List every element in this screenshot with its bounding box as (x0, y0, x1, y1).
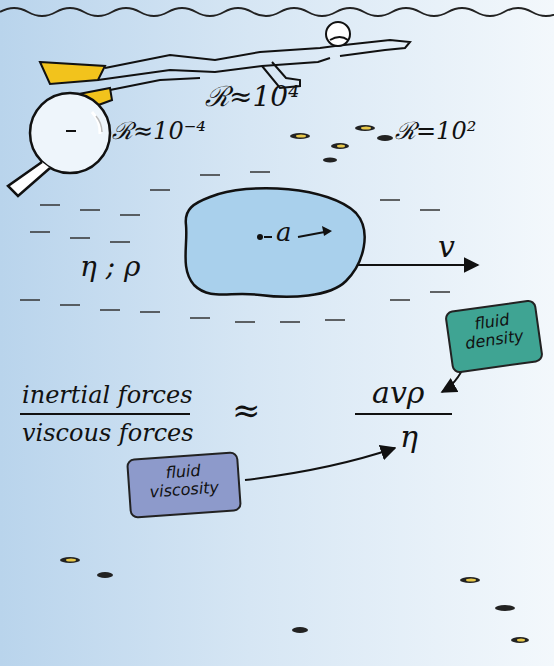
reynolds-number: ℛ≈10⁻⁴ (112, 118, 206, 144)
velocity-arrow (352, 264, 478, 266)
fluid-properties: η ; ρ (80, 252, 140, 283)
fraction-bar (20, 413, 190, 415)
body-blob: a (180, 185, 368, 303)
blob-outline (180, 185, 368, 303)
fraction-denominator: viscous forces (22, 420, 194, 446)
reynolds-number: ℛ=10² (395, 118, 476, 144)
callout-text: fluid viscosity (137, 460, 231, 503)
fraction-numerator: avρ (372, 376, 424, 409)
water-surface (0, 8, 554, 16)
leader-arrow (245, 448, 395, 480)
approx-sign: ≈ (232, 392, 261, 429)
radius-label: a (276, 217, 292, 247)
fraction-numerator: inertial forces (22, 382, 193, 408)
fraction-bar (355, 413, 452, 415)
flow-streaks (20, 172, 450, 322)
fraction-denominator: η (400, 420, 418, 453)
swimmer (40, 22, 410, 114)
callout-text: fluid density (455, 308, 531, 354)
magnifier (8, 93, 110, 196)
callout-box: fluid viscosity (126, 451, 242, 519)
velocity-symbol: v (438, 230, 455, 263)
callout-box: fluid density (444, 299, 544, 374)
reynolds-number: ℛ≈10⁴ (205, 82, 299, 113)
